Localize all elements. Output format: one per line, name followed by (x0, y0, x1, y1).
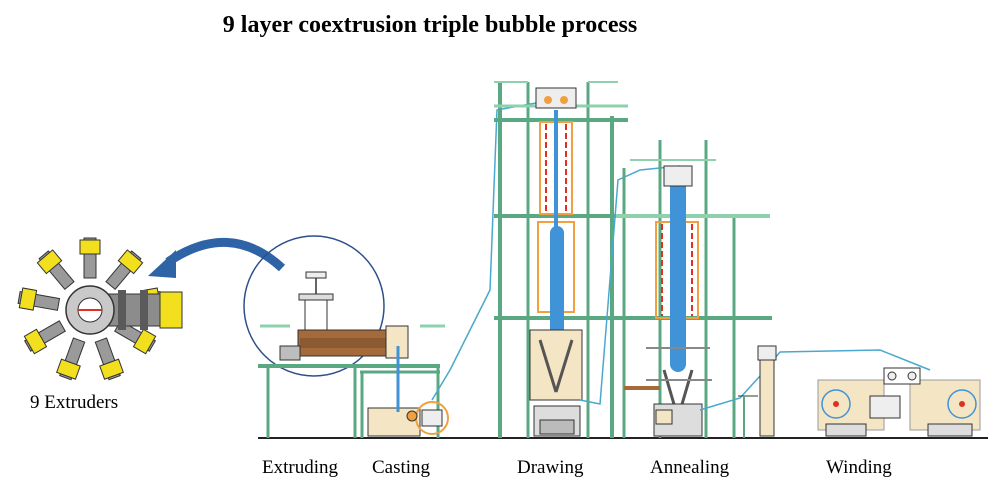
winding-station (738, 345, 981, 438)
stage-label-annealing: Annealing (650, 457, 730, 478)
diagram-title: 9 layer coextrusion triple bubble proces… (222, 12, 638, 38)
annealing-tower (616, 140, 772, 438)
stage-label-winding: Winding (826, 457, 892, 478)
stage-label-extruding: Extruding (262, 457, 338, 478)
drawing-tower (494, 81, 628, 438)
magnifier-circle-icon (243, 235, 385, 377)
extruder-star-icon (17, 237, 183, 381)
extruding-station (258, 271, 445, 438)
stage-label-drawing: Drawing (517, 457, 584, 478)
annealing-bubble (670, 176, 686, 372)
drawing-bubble (550, 226, 564, 346)
casting-station (360, 346, 449, 438)
stage-label-casting: Casting (372, 457, 431, 478)
film-path (431, 99, 556, 401)
curved-arrow-icon (148, 238, 286, 278)
extruders-caption: 9 Extruders (30, 392, 119, 413)
film-path-2 (579, 165, 681, 405)
